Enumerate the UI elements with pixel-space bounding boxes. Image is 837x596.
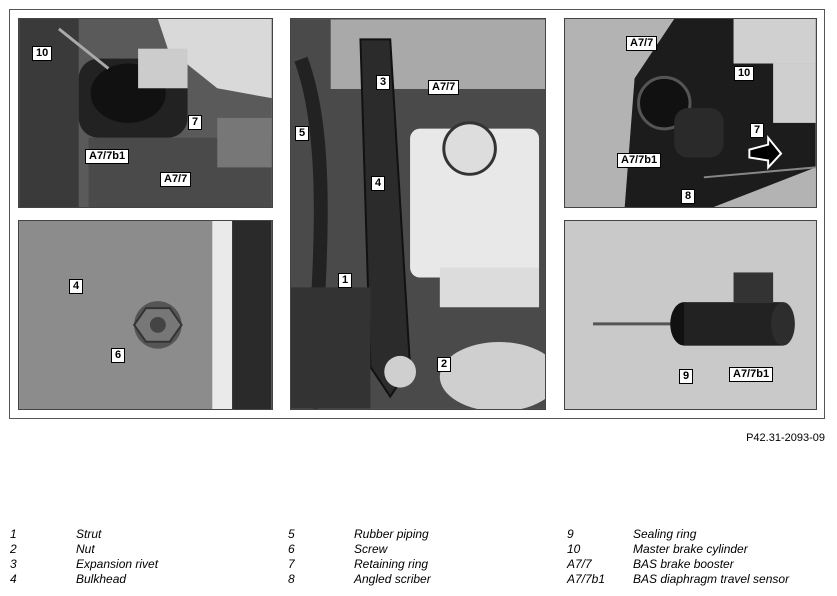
legend-code: 2: [10, 542, 17, 556]
photo-top-right-image: [565, 19, 816, 207]
legend-desc: Retaining ring: [354, 557, 429, 571]
legend-desc: Strut: [76, 527, 102, 541]
callout-A7-7: A7/7: [428, 80, 460, 95]
legend-code: 3: [10, 557, 17, 571]
legend-code: 8: [288, 572, 295, 586]
callout-A7-7b1: A7/7b1: [729, 367, 774, 382]
legend-desc: Nut: [76, 542, 95, 556]
legend-code: A7/7: [567, 557, 592, 571]
photo-center-image: [291, 19, 545, 409]
callout-4: 4: [69, 279, 84, 294]
callout-3: 3: [376, 75, 391, 90]
legend-code: 10: [567, 542, 581, 556]
callout-A7-7: A7/7: [626, 36, 658, 51]
legend-code: 5: [288, 527, 295, 541]
legend-code: 7: [288, 557, 295, 571]
photo-center: 3 A7/7 5 4 1 2: [290, 18, 546, 410]
callout-8: 8: [681, 189, 696, 204]
callout-1: 1: [338, 273, 353, 288]
callout-A7-7b1: A7/7b1: [617, 153, 662, 168]
callout-6: 6: [111, 348, 126, 363]
legend-code: 1: [10, 527, 17, 541]
legend-code: A7/7b1: [567, 572, 606, 586]
legend-code: 9: [567, 527, 574, 541]
legend-code: 4: [10, 572, 17, 586]
callout-10: 10: [734, 66, 755, 81]
callout-4: 4: [371, 176, 386, 191]
legend-desc: Bulkhead: [76, 572, 127, 586]
photo-top-right: A7/7 10 7 A7/7b1 8: [564, 18, 817, 208]
legend-desc: Expansion rivet: [76, 557, 159, 571]
callout-2: 2: [437, 357, 452, 372]
photo-bottom-right: 9 A7/7b1: [564, 220, 817, 410]
legend-desc: BAS brake booster: [633, 557, 734, 571]
figure-id: P42.31-2093-09: [746, 432, 825, 444]
callout-A7-7b1: A7/7b1: [85, 149, 130, 164]
callout-A7-7: A7/7: [160, 172, 192, 187]
photo-bottom-left: 4 6: [18, 220, 273, 410]
legend-desc: Master brake cylinder: [633, 542, 748, 556]
callout-9: 9: [679, 369, 694, 384]
legend-desc: Sealing ring: [633, 527, 697, 541]
legend-desc: BAS diaphragm travel sensor: [633, 572, 790, 586]
photo-bottom-left-image: [19, 221, 272, 409]
legend-desc: Angled scriber: [354, 572, 431, 586]
callout-10: 10: [32, 46, 53, 61]
photo-top-left: 10 7 A7/7b1 A7/7: [18, 18, 273, 208]
callout-7: 7: [188, 115, 203, 130]
legend-desc: Screw: [354, 542, 388, 556]
callout-5: 5: [295, 126, 310, 141]
legend-desc: Rubber piping: [354, 527, 429, 541]
legend-code: 6: [288, 542, 295, 556]
photo-top-left-image: [19, 19, 272, 207]
callout-7: 7: [750, 123, 765, 138]
